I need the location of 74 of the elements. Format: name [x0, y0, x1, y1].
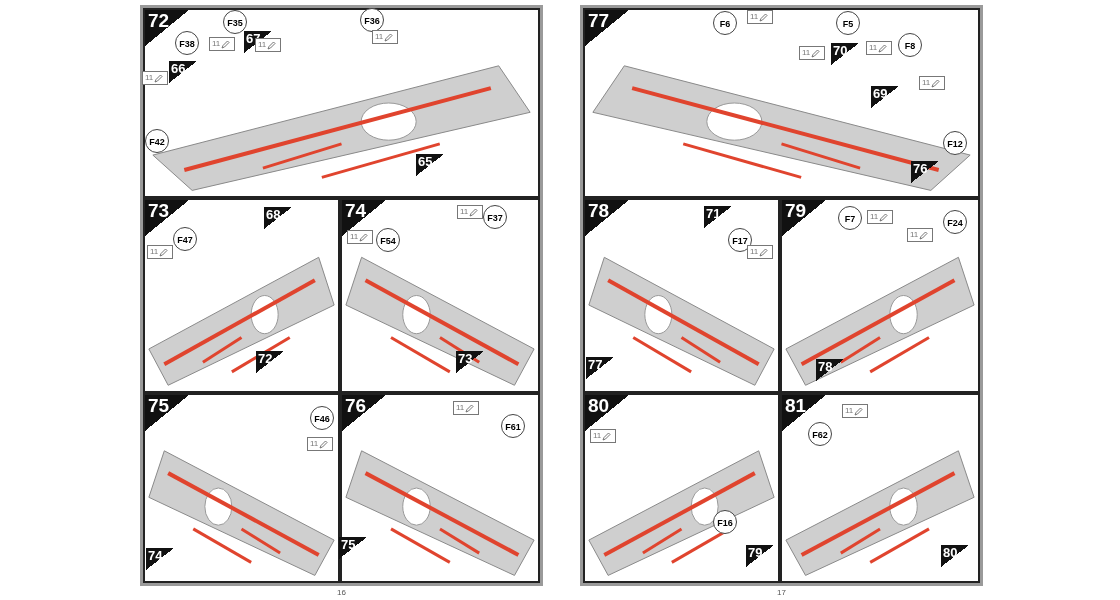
paint-reference-box: [457, 205, 483, 219]
page-number: 17: [777, 588, 786, 597]
paint-reference-box: [842, 404, 868, 418]
part-callout: F6: [713, 11, 737, 35]
paint-reference-box: [142, 71, 168, 85]
paint-number: 11: [150, 247, 159, 257]
step-number: 75: [145, 395, 189, 431]
part-callout: F16: [713, 510, 737, 534]
part-callout: F35: [223, 10, 247, 34]
paint-reference-box: [907, 228, 933, 242]
paint-reference-box: [919, 76, 945, 90]
step-number: 80: [585, 395, 629, 431]
step-number: 73: [145, 200, 189, 236]
paint-number: 11: [845, 406, 854, 416]
part-callout: F42: [145, 129, 169, 153]
step-reference-flag: 69: [871, 86, 899, 108]
step-reference-flag: 78: [816, 359, 844, 381]
part-callout: F17: [728, 228, 752, 252]
paint-number: 11: [910, 230, 919, 240]
paint-number: 11: [212, 39, 221, 49]
part-callout: F24: [943, 210, 967, 234]
paint-reference-box: [867, 210, 893, 224]
paint-reference-box: [590, 429, 616, 443]
part-callout: F36: [360, 8, 384, 32]
paint-reference-box: [372, 30, 398, 44]
step-number: 77: [585, 10, 629, 46]
part-callout: F38: [175, 31, 199, 55]
paint-reference-box: [307, 437, 333, 451]
step-reference-flag: 74: [146, 548, 174, 570]
paint-reference-box: [799, 46, 825, 60]
paint-reference-box: [453, 401, 479, 415]
paint-number: 11: [922, 78, 931, 88]
step-reference-flag: 77: [586, 357, 614, 379]
paint-reference-box: [209, 37, 235, 51]
step-reference-flag: 66: [169, 61, 197, 83]
paint-reference-box: [747, 10, 773, 24]
step-number: 81: [782, 395, 826, 431]
paint-reference-box: [347, 230, 373, 244]
step-number: 76: [342, 395, 386, 431]
paint-number: 11: [258, 40, 267, 50]
part-callout: F47: [173, 227, 197, 251]
paint-number: 11: [802, 48, 811, 58]
part-callout: F37: [483, 205, 507, 229]
paint-number: 11: [869, 43, 878, 53]
paint-number: 11: [310, 439, 319, 449]
part-callout: F5: [836, 11, 860, 35]
paint-number: 11: [750, 247, 759, 257]
paint-reference-box: [147, 245, 173, 259]
step-reference-flag: 80: [941, 545, 969, 567]
part-callout: F62: [808, 422, 832, 446]
step-number: 79: [782, 200, 826, 236]
paint-number: 11: [145, 73, 154, 83]
step-reference-flag: 70: [831, 43, 859, 65]
part-callout: F61: [501, 414, 525, 438]
step-reference-flag: 65: [416, 154, 444, 176]
part-callout: F54: [376, 228, 400, 252]
step-reference-flag: 79: [746, 545, 774, 567]
step-reference-flag: 68: [264, 207, 292, 229]
part-callout: F7: [838, 206, 862, 230]
step-reference-flag: 76: [911, 161, 939, 183]
paint-number: 11: [750, 12, 759, 22]
part-callout: F12: [943, 131, 967, 155]
paint-number: 11: [375, 32, 384, 42]
paint-reference-box: [747, 245, 773, 259]
paint-number: 11: [870, 212, 879, 222]
paint-number: 11: [456, 403, 465, 413]
part-callout: F8: [898, 33, 922, 57]
step-reference-flag: 73: [456, 351, 484, 373]
part-callout: F46: [310, 406, 334, 430]
step-number: 78: [585, 200, 629, 236]
paint-number: 11: [460, 207, 469, 217]
page-number: 16: [337, 588, 346, 597]
paint-number: 11: [593, 431, 602, 441]
paint-reference-box: [866, 41, 892, 55]
